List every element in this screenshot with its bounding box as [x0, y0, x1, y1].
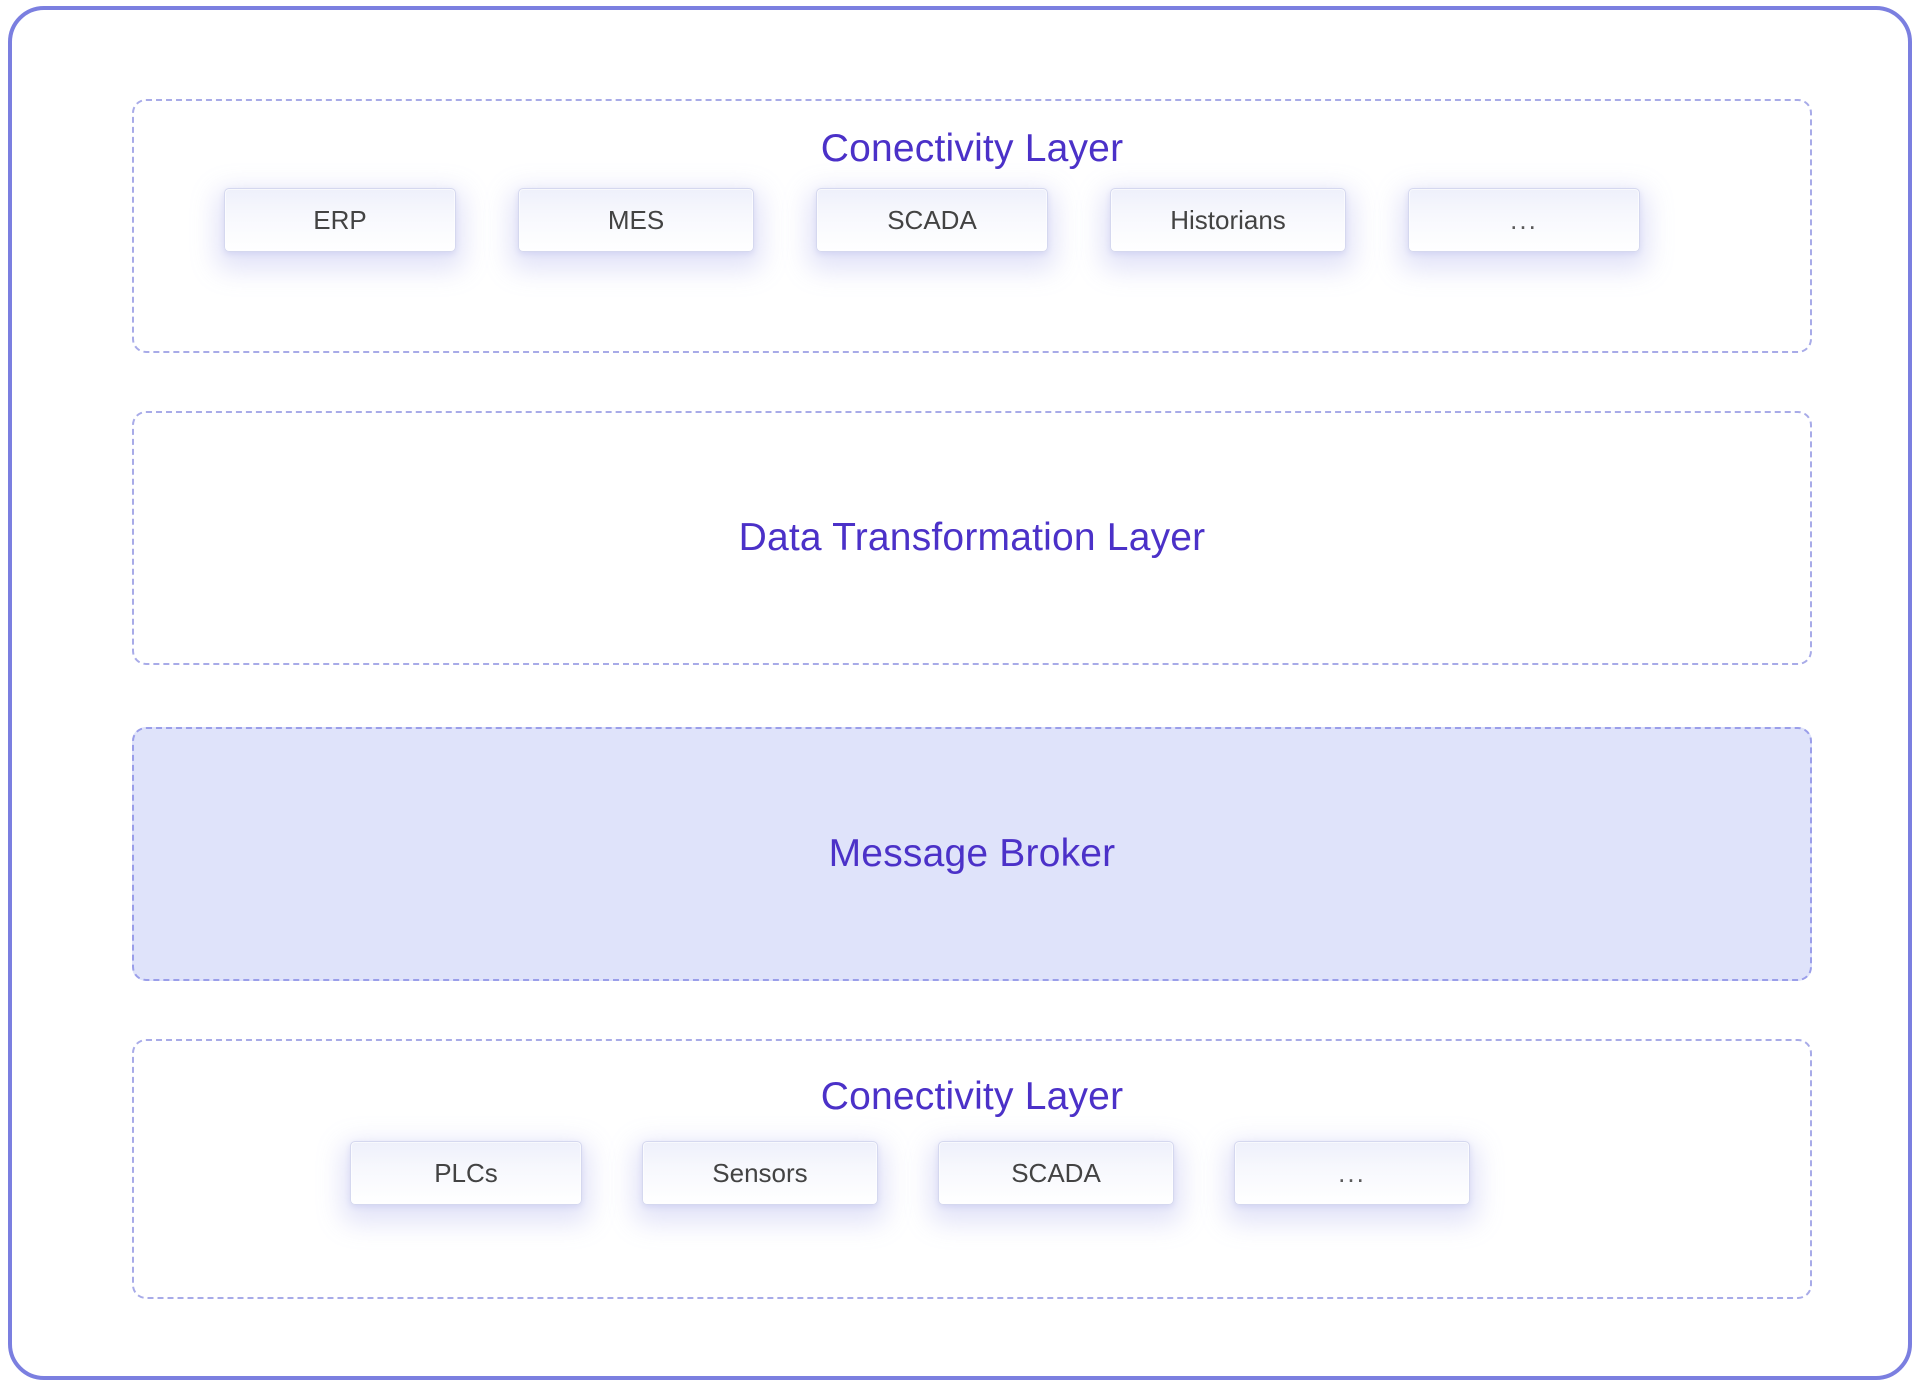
chip-scada-bottom[interactable]: SCADA	[938, 1141, 1174, 1205]
chip-scada-top[interactable]: SCADA	[816, 188, 1048, 252]
chip-label: Historians	[1170, 204, 1286, 235]
layer-message-broker: Message Broker	[132, 727, 1812, 981]
chip-label: SCADA	[1011, 1157, 1101, 1188]
chip-mes[interactable]: MES	[518, 188, 754, 252]
chip-label: ...	[1510, 204, 1538, 235]
chip-label: SCADA	[887, 204, 977, 235]
layer-title-data-transformation: Data Transformation Layer	[738, 516, 1206, 559]
layer-data-transformation: Data Transformation Layer	[132, 411, 1812, 665]
chip-plcs[interactable]: PLCs	[350, 1141, 582, 1205]
chip-label: ERP	[313, 204, 367, 235]
chip-erp[interactable]: ERP	[224, 188, 456, 252]
layer-connectivity-bottom: Conectivity Layer PLCs Sensors SCADA ...	[132, 1039, 1812, 1299]
chip-label: ...	[1338, 1157, 1366, 1188]
chip-label: Sensors	[712, 1157, 808, 1188]
chip-sensors[interactable]: Sensors	[642, 1141, 878, 1205]
chip-row-connectivity-bottom: PLCs Sensors SCADA ...	[350, 1141, 1470, 1205]
layer-title-connectivity-top: Conectivity Layer	[820, 127, 1124, 170]
layer-title-message-broker: Message Broker	[828, 832, 1116, 875]
chip-label: PLCs	[434, 1157, 498, 1188]
chip-historians[interactable]: Historians	[1110, 188, 1346, 252]
chip-more-top[interactable]: ...	[1408, 188, 1640, 252]
chip-more-bottom[interactable]: ...	[1234, 1141, 1470, 1205]
layer-title-connectivity-bottom: Conectivity Layer	[820, 1075, 1124, 1118]
chip-row-connectivity-top: ERP MES SCADA Historians ...	[224, 188, 1640, 252]
diagram-frame: Conectivity Layer ERP MES SCADA Historia…	[8, 6, 1912, 1380]
layer-connectivity-top: Conectivity Layer ERP MES SCADA Historia…	[132, 99, 1812, 353]
chip-label: MES	[607, 204, 665, 235]
